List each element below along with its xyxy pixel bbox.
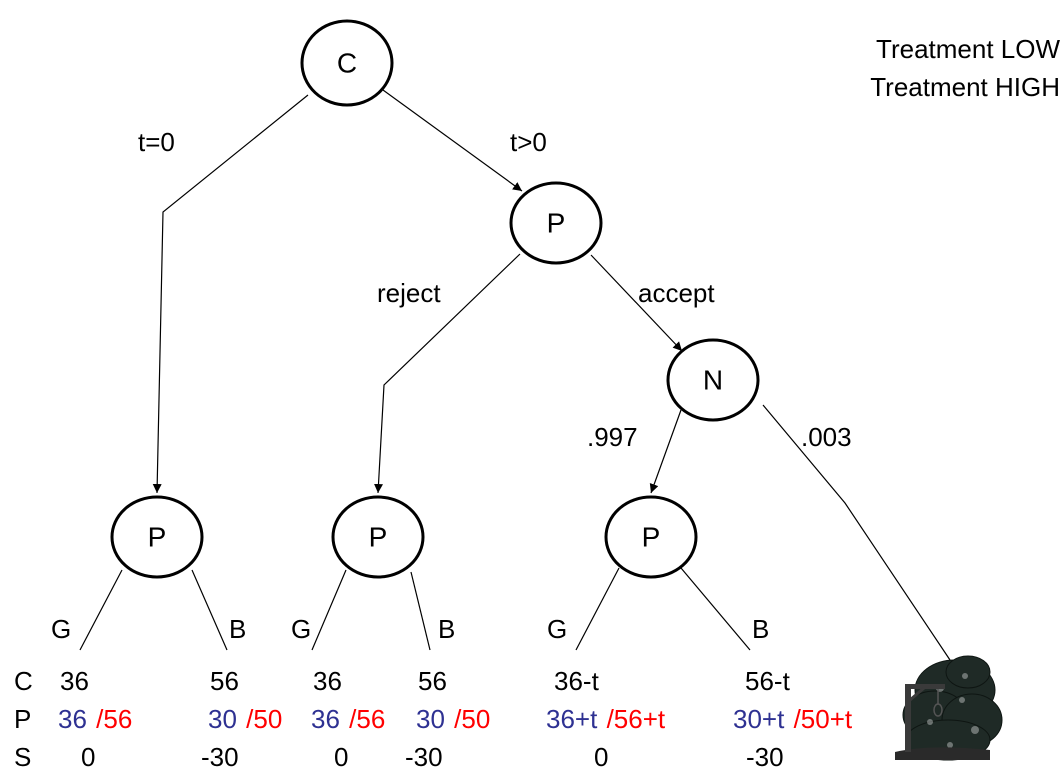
- left-player-node-label: P: [148, 522, 167, 553]
- payoffs-c-row: 36 56 36 56 36-t 56-t: [60, 666, 791, 696]
- edges: [79, 89, 951, 661]
- payoffs-s-row: 0 -30 0 -30 0 -30: [81, 742, 784, 772]
- branch-label-center-g: G: [291, 614, 311, 644]
- payoff-c: 36: [60, 666, 89, 696]
- edge-labels: t=0 t>0 reject accept .997 .003: [138, 127, 852, 452]
- payoff-p-low: 36: [311, 704, 340, 734]
- right-player-node-label: P: [642, 522, 661, 553]
- root-chance-node: C: [300, 19, 394, 107]
- center-player-node-label: P: [369, 522, 388, 553]
- edge-label-t-positive: t>0: [510, 127, 547, 157]
- edge-mid-p-to-nature: [590, 254, 683, 352]
- payoff-p-high: /56: [349, 704, 385, 734]
- payoff-s: 0: [81, 742, 95, 772]
- svg-text:30 /50: 30 /50: [208, 704, 282, 734]
- edge-nature-to-gallows: [762, 404, 951, 661]
- payoff-s: -30: [201, 742, 239, 772]
- row-label-c: C: [14, 666, 33, 696]
- edge-label-reject: reject: [377, 278, 441, 308]
- edge-root-to-mid-p: [382, 89, 523, 192]
- edge-left-p-b: [191, 569, 228, 651]
- payoff-row-labels: C P S: [14, 666, 33, 772]
- svg-text:36 /56: 36 /56: [58, 704, 132, 734]
- legend: Treatment LOW Treatment HIGH: [870, 34, 1060, 102]
- svg-text:36 /56: 36 /56: [311, 704, 385, 734]
- branch-label-right-g: G: [547, 614, 567, 644]
- edge-label-prob-003: .003: [801, 422, 852, 452]
- payoff-s: 0: [334, 742, 348, 772]
- payoff-p-low: 36+t: [546, 704, 598, 734]
- nature-node: N: [666, 338, 760, 422]
- edge-label-accept: accept: [638, 278, 715, 308]
- edge-center-p-b: [410, 571, 431, 651]
- payoff-p-high: /56+t: [607, 704, 666, 734]
- payoff-p-high: /56: [96, 704, 132, 734]
- svg-text:30 /50: 30 /50: [416, 704, 490, 734]
- edge-center-p-g: [311, 569, 347, 651]
- svg-text:36+t /56+t: 36+t /56+t: [546, 704, 666, 734]
- edge-mid-p-to-center-p: [374, 253, 521, 494]
- edge-right-p-b: [680, 567, 751, 651]
- middle-player-node: P: [509, 181, 603, 265]
- nodes: C P N P P P: [110, 19, 760, 579]
- payoff-p-high: /50: [454, 704, 490, 734]
- edge-root-to-left-p: [152, 94, 309, 494]
- payoff-p-low: 30+t: [733, 704, 785, 734]
- row-label-s: S: [14, 742, 31, 772]
- payoff-c: 56: [210, 666, 239, 696]
- svg-text:30+t /50+t: 30+t /50+t: [733, 704, 853, 734]
- branch-label-right-b: B: [752, 614, 769, 644]
- branch-labels: G B G B G B: [51, 614, 769, 644]
- payoff-c: 56: [418, 666, 447, 696]
- root-node-label: C: [337, 48, 357, 79]
- branch-label-center-b: B: [438, 614, 455, 644]
- gallows-with-tree-icon: [895, 655, 1003, 761]
- payoff-s: -30: [405, 742, 443, 772]
- right-player-node: P: [604, 495, 698, 579]
- payoff-p-low: 30: [208, 704, 237, 734]
- branch-label-left-g: G: [51, 614, 71, 644]
- payoff-p-low: 30: [416, 704, 445, 734]
- edge-label-prob-997: .997: [587, 422, 638, 452]
- nature-node-label: N: [703, 365, 723, 396]
- row-label-p: P: [14, 704, 31, 734]
- left-player-node: P: [110, 495, 204, 579]
- payoff-p-low: 36: [58, 704, 87, 734]
- legend-treatment-high: Treatment HIGH: [870, 72, 1060, 102]
- edge-left-p-g: [79, 569, 123, 651]
- middle-player-node-label: P: [547, 208, 566, 239]
- edge-right-p-g: [575, 567, 620, 651]
- center-player-node: P: [331, 495, 425, 579]
- payoff-p-high: /50+t: [794, 704, 853, 734]
- payoff-s: -30: [746, 742, 784, 772]
- edge-label-t-zero: t=0: [138, 127, 175, 157]
- payoff-c: 56-t: [745, 666, 791, 696]
- payoff-s: 0: [594, 742, 608, 772]
- payoff-c: 36: [313, 666, 342, 696]
- payoff-c: 36-t: [554, 666, 600, 696]
- payoff-p-high: /50: [246, 704, 282, 734]
- branch-label-left-b: B: [229, 614, 246, 644]
- payoffs-p-row: 36 /56 30 /50 36 /56 30 /50 36+t /56+t 3…: [58, 704, 853, 734]
- edge-nature-to-right-p: [649, 409, 682, 494]
- legend-treatment-low: Treatment LOW: [876, 34, 1060, 64]
